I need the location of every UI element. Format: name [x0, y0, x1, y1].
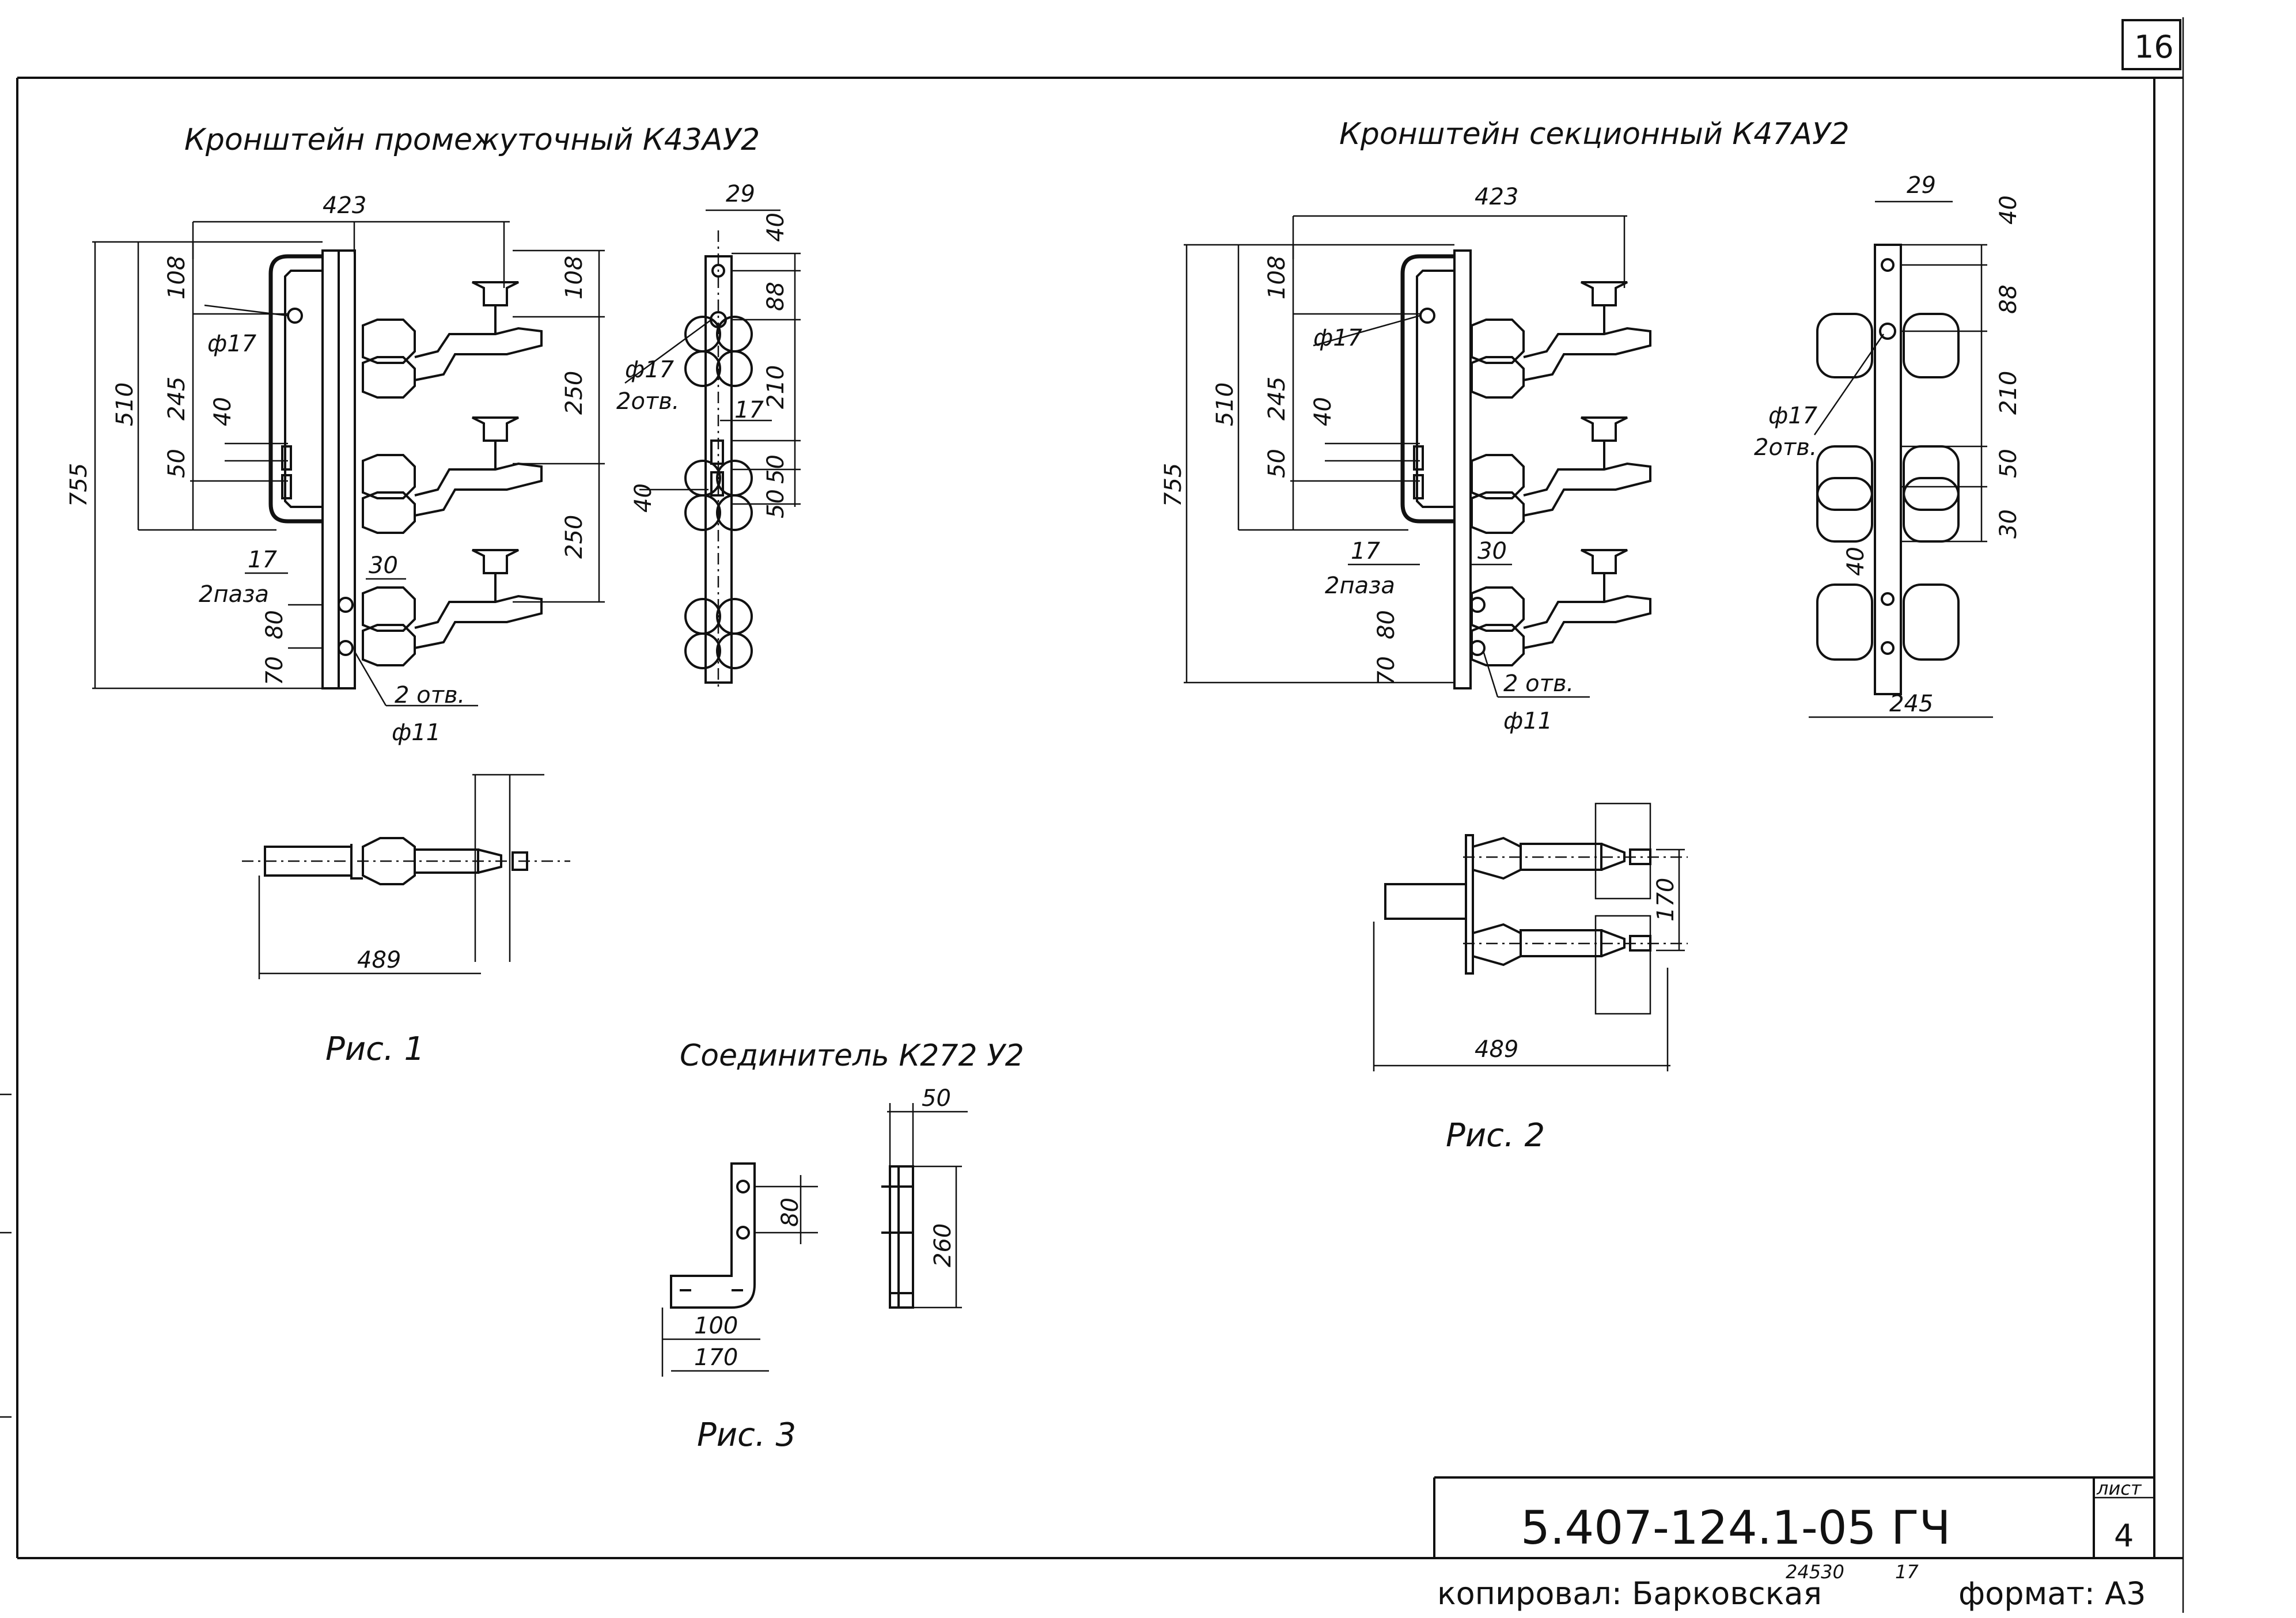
fig2-dim-30: 30 [1477, 538, 1507, 564]
fig2-dim-423: 423 [1475, 184, 1518, 210]
stamp-format: формат: А3 [1958, 1575, 2146, 1612]
stamp-inv-a: 24530 [1786, 1561, 1844, 1583]
stamp-sheet-label: лист [2096, 1477, 2142, 1499]
fig3-dim-170: 170 [694, 1344, 738, 1371]
fig1-dim-r108: 108 [561, 256, 588, 300]
fig3-dim-100: 100 [694, 1313, 738, 1339]
fig1-plan-dim-489: 489 [357, 947, 401, 973]
fig2-dim-510: 510 [1212, 382, 1238, 426]
fig2-side-insulator-1 [1816, 313, 1960, 378]
fig2-side-dim-40v: 40 [1843, 547, 1869, 576]
fig1-plan-view: 489 [242, 774, 570, 979]
fig2-slots: 2паза [1325, 573, 1395, 599]
fig2-dim-755: 755 [1160, 463, 1187, 507]
fig1-dim-755: 755 [66, 463, 92, 507]
fig2-side-holes: 2отв. [1754, 434, 1817, 461]
fig2-insulator-1 [1471, 281, 1651, 399]
fig1-dim-40: 40 [210, 397, 236, 426]
fig1-side-holes: 2отв. [616, 388, 680, 415]
fig1-side-view: 29 40 88 210 50 50 40 17 ф17 2отв. [616, 181, 801, 691]
fig2-side-view: 29 40 88 210 50 30 40 ф17 2отв. 245 [1754, 172, 2022, 718]
fig2-dim-108: 108 [1264, 256, 1290, 300]
fig3-connector: Соединитель К272 У2 80 100 170 50 260 [661, 1039, 1024, 1377]
fig2-side-dim-40: 40 [1995, 195, 2022, 225]
fig2-side-insulator-3 [1816, 583, 1960, 661]
fig1-dim-17: 17 [248, 547, 277, 573]
fig2-title: Кронштейн секционный К47АУ2 [1339, 117, 1850, 151]
fig1-dim-r250b: 250 [561, 515, 588, 559]
stamp-sheet-number: 4 [2114, 1518, 2134, 1554]
fig1-side-dim-17: 17 [734, 397, 764, 423]
fig1-side-dim-50b: 50 [763, 489, 789, 518]
fig1-bracket-front-view: Кронштейн промежуточный К43АУ2 [66, 123, 760, 746]
fig3-dim-50: 50 [922, 1085, 951, 1112]
fig2-plan-view: 170 489 [1373, 802, 1688, 1071]
fig2-bracket-front-view: Кронштейн секционный К47АУ2 [1160, 117, 1850, 734]
fig1-phi17: ф17 [207, 331, 257, 357]
fig2-dim-70: 70 [1373, 656, 1400, 685]
fig2-side-phi17: ф17 [1768, 403, 1818, 429]
sheet-corner-number: 16 [2134, 29, 2174, 65]
fig2-dim-40: 40 [1310, 397, 1336, 426]
stamp-copied-by: копировал: Барковская [1437, 1575, 1822, 1612]
fig2-insulator-3 [1471, 549, 1651, 666]
fig1-dim-70: 70 [262, 656, 288, 685]
fig1-dim-30: 30 [369, 552, 398, 579]
fig2-phi17: ф17 [1313, 325, 1363, 351]
fig2-side-dim-88: 88 [1995, 285, 2022, 314]
fig1-dim-r250a: 250 [561, 371, 588, 415]
fig2-dim-17: 17 [1351, 538, 1380, 564]
fig1-dim-108: 108 [164, 256, 190, 300]
fig2-dim-50: 50 [1264, 449, 1290, 478]
fig1-slots: 2паза [199, 581, 269, 608]
fig1-insulator-3 [362, 549, 543, 666]
fig1-insulator-2 [362, 416, 543, 534]
fig1-title: Кронштейн промежуточный К43АУ2 [184, 123, 760, 157]
fig3-title: Соединитель К272 У2 [680, 1039, 1024, 1073]
fig2-holes: 2 отв. [1503, 670, 1574, 697]
fig2-caption: Рис. 2 [1446, 1117, 1545, 1154]
fig3-dim-80: 80 [777, 1198, 804, 1227]
fig1-side-phi17: ф17 [625, 357, 675, 383]
fig1-side-dim-40v: 40 [630, 483, 657, 513]
fig2-side-dim-210: 210 [1995, 371, 2022, 415]
fig1-dim-245: 245 [164, 377, 190, 420]
fig1-phi11: ф11 [392, 719, 441, 746]
fig2-dim-245: 245 [1264, 377, 1290, 420]
fig3-caption: Рис. 3 [697, 1416, 796, 1454]
fig2-side-dim-50: 50 [1995, 449, 2022, 478]
fig1-side-dim-88: 88 [763, 282, 789, 311]
fig1-holes: 2 отв. [395, 682, 465, 708]
fig2-side-insulator-2 [1816, 445, 1960, 543]
fig2-plan-dim-170: 170 [1653, 878, 1679, 922]
fig1-side-dim-50a: 50 [763, 454, 789, 484]
title-block: 5.407-124.1-05 ГЧ лист 4 копировал: Барк… [1433, 1476, 2154, 1612]
fig2-insulator-2 [1471, 416, 1651, 534]
fig1-side-dim-29: 29 [726, 181, 755, 207]
stamp-inv-b: 17 [1895, 1561, 1919, 1583]
fig2-side-dim-29: 29 [1907, 172, 1936, 199]
fig3-dim-260: 260 [930, 1223, 956, 1267]
fig2-plan-dim-489: 489 [1475, 1036, 1518, 1063]
fig1-side-dim-40: 40 [763, 213, 789, 242]
fig1-caption: Рис. 1 [325, 1030, 425, 1068]
sheet-frame: 16 [0, 17, 2184, 1613]
fig2-dim-80: 80 [1373, 610, 1400, 639]
fig2-phi11: ф11 [1503, 708, 1552, 734]
fig1-side-dim-210: 210 [763, 365, 789, 409]
fig1-insulator-1 [362, 281, 543, 399]
fig2-side-dim-245: 245 [1889, 691, 1933, 717]
stamp-code: 5.407-124.1-05 ГЧ [1521, 1501, 1951, 1555]
fig1-dim-50: 50 [164, 449, 190, 478]
fig1-dim-510: 510 [112, 382, 138, 426]
fig1-dim-80: 80 [262, 610, 288, 639]
fig1-dim-423: 423 [323, 192, 366, 219]
fig2-side-dim-30: 30 [1995, 509, 2022, 539]
